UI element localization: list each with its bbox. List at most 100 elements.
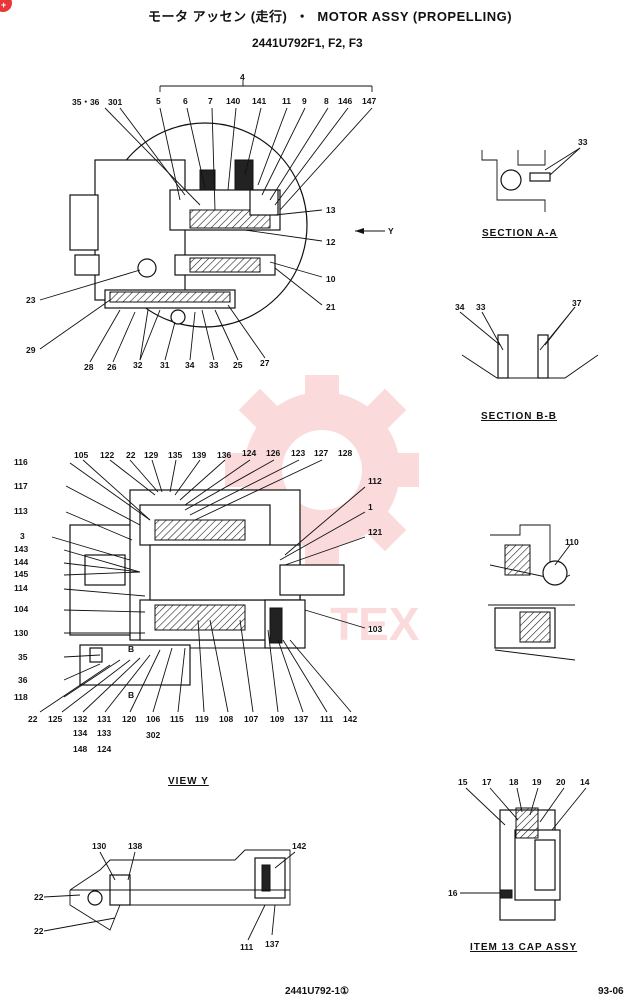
detail-110-drawing: 110 xyxy=(488,524,579,661)
callout: 34 xyxy=(455,302,465,312)
callout: 8 xyxy=(324,96,329,106)
side-view-callouts: 105 122 22 129 135 139 136 124 126 123 1… xyxy=(14,448,382,754)
callout: 27 xyxy=(260,358,270,368)
callout: 126 xyxy=(266,448,280,458)
callout: 33 xyxy=(476,302,486,312)
title-separator: ・ xyxy=(295,9,310,24)
callout: 142 xyxy=(292,841,306,851)
callout: 26 xyxy=(107,362,117,372)
section-b-title: SECTION B-B xyxy=(481,411,557,422)
callout: B xyxy=(128,690,134,700)
callout: 122 xyxy=(100,450,114,460)
callout: 124 xyxy=(242,448,256,458)
corner-badge: + xyxy=(0,0,12,12)
callout: 25 xyxy=(233,360,243,370)
callout: 139 xyxy=(192,450,206,460)
top-view-callouts: 4 35・36 301 5 6 7 140 141 11 9 8 146 147… xyxy=(26,72,394,372)
callout: 10 xyxy=(326,274,336,284)
callout: 22 xyxy=(28,714,38,724)
section-b-drawing: 34 33 37 xyxy=(455,298,599,379)
callout: 20 xyxy=(556,777,566,787)
callout: 145 xyxy=(14,569,28,579)
view-y-title: VIEW Y xyxy=(168,776,209,787)
callout: 111 xyxy=(240,942,254,952)
callout: 34 xyxy=(185,360,195,370)
callout: 22 xyxy=(126,450,136,460)
callout: 111 xyxy=(320,714,334,724)
callout: 118 xyxy=(14,692,28,702)
callout: 106 xyxy=(146,714,160,724)
callout: 19 xyxy=(532,777,542,787)
callout: 133 xyxy=(97,728,111,738)
model-numbers: 2441U792F1, F2, F3 xyxy=(252,36,363,50)
callout: 140 xyxy=(226,96,240,106)
page-title: モータ アッセン (走行) ・ MOTOR ASSY (PROPELLING) xyxy=(148,6,512,25)
callout: 22 xyxy=(34,892,44,902)
side-view xyxy=(39,459,366,713)
callout: 18 xyxy=(509,777,519,787)
callout: 109 xyxy=(270,714,284,724)
callout: 31 xyxy=(160,360,170,370)
callout: 135 xyxy=(168,450,182,460)
callout: 146 xyxy=(338,96,352,106)
callout: 132 xyxy=(73,714,87,724)
callout: 143 xyxy=(14,544,28,554)
drawing-number: 2441U792-1① xyxy=(285,986,350,997)
callout: 12 xyxy=(326,237,336,247)
callout: 28 xyxy=(84,362,94,372)
callout: 137 xyxy=(265,939,279,949)
callout: 103 xyxy=(368,624,382,634)
callout: 141 xyxy=(252,96,266,106)
item13-drawing: 15 17 18 19 20 14 16 xyxy=(448,777,590,921)
callout: 33 xyxy=(209,360,219,370)
callout: 36 xyxy=(18,675,28,685)
callout: 116 xyxy=(14,457,28,467)
page-number: 93-06 xyxy=(598,986,624,997)
callout: 16 xyxy=(448,888,458,898)
callout: 127 xyxy=(314,448,328,458)
callout: 1 xyxy=(368,502,373,512)
callout: 301 xyxy=(108,97,122,107)
callout: 23 xyxy=(26,295,36,305)
callout: 22 xyxy=(34,926,44,936)
callout: 7 xyxy=(208,96,213,106)
callout: 119 xyxy=(195,714,209,724)
callout: 120 xyxy=(122,714,136,724)
section-a-drawing: 33 xyxy=(481,137,588,212)
callout: 114 xyxy=(14,583,28,593)
badge-text: + xyxy=(1,0,7,10)
section-a-title: SECTION A-A xyxy=(482,228,558,239)
watermark-text: TEX xyxy=(330,598,420,650)
title-jp: モータ アッセン (走行) xyxy=(148,9,288,24)
callout: 137 xyxy=(294,714,308,724)
callout: 32 xyxy=(133,360,143,370)
callout: 142 xyxy=(343,714,357,724)
callout: 115 xyxy=(170,714,184,724)
callout: 37 xyxy=(572,298,582,308)
callout: 17 xyxy=(482,777,492,787)
callout: 113 xyxy=(14,506,28,516)
callout: 144 xyxy=(14,557,28,567)
callout: 110 xyxy=(565,537,579,547)
callout: 117 xyxy=(14,481,28,491)
callout: 121 xyxy=(368,527,382,537)
callout: 129 xyxy=(144,450,158,460)
callout: Y xyxy=(388,226,394,236)
item13-title: ITEM 13 CAP ASSY xyxy=(470,942,578,953)
callout: 125 xyxy=(48,714,62,724)
callout: 14 xyxy=(580,777,590,787)
callout: B xyxy=(128,644,134,654)
callout: 108 xyxy=(219,714,233,724)
callout: 9 xyxy=(302,96,307,106)
callout: 107 xyxy=(244,714,258,724)
callout: 15 xyxy=(458,777,468,787)
callout: 131 xyxy=(97,714,111,724)
callout: 21 xyxy=(326,302,336,312)
callout: 13 xyxy=(326,205,336,215)
callout: 138 xyxy=(128,841,142,851)
callout: 3 xyxy=(20,531,25,541)
callout: 5 xyxy=(156,96,161,106)
callout: 130 xyxy=(14,628,28,638)
callout: 4 xyxy=(240,72,245,82)
callout: 11 xyxy=(282,96,291,106)
